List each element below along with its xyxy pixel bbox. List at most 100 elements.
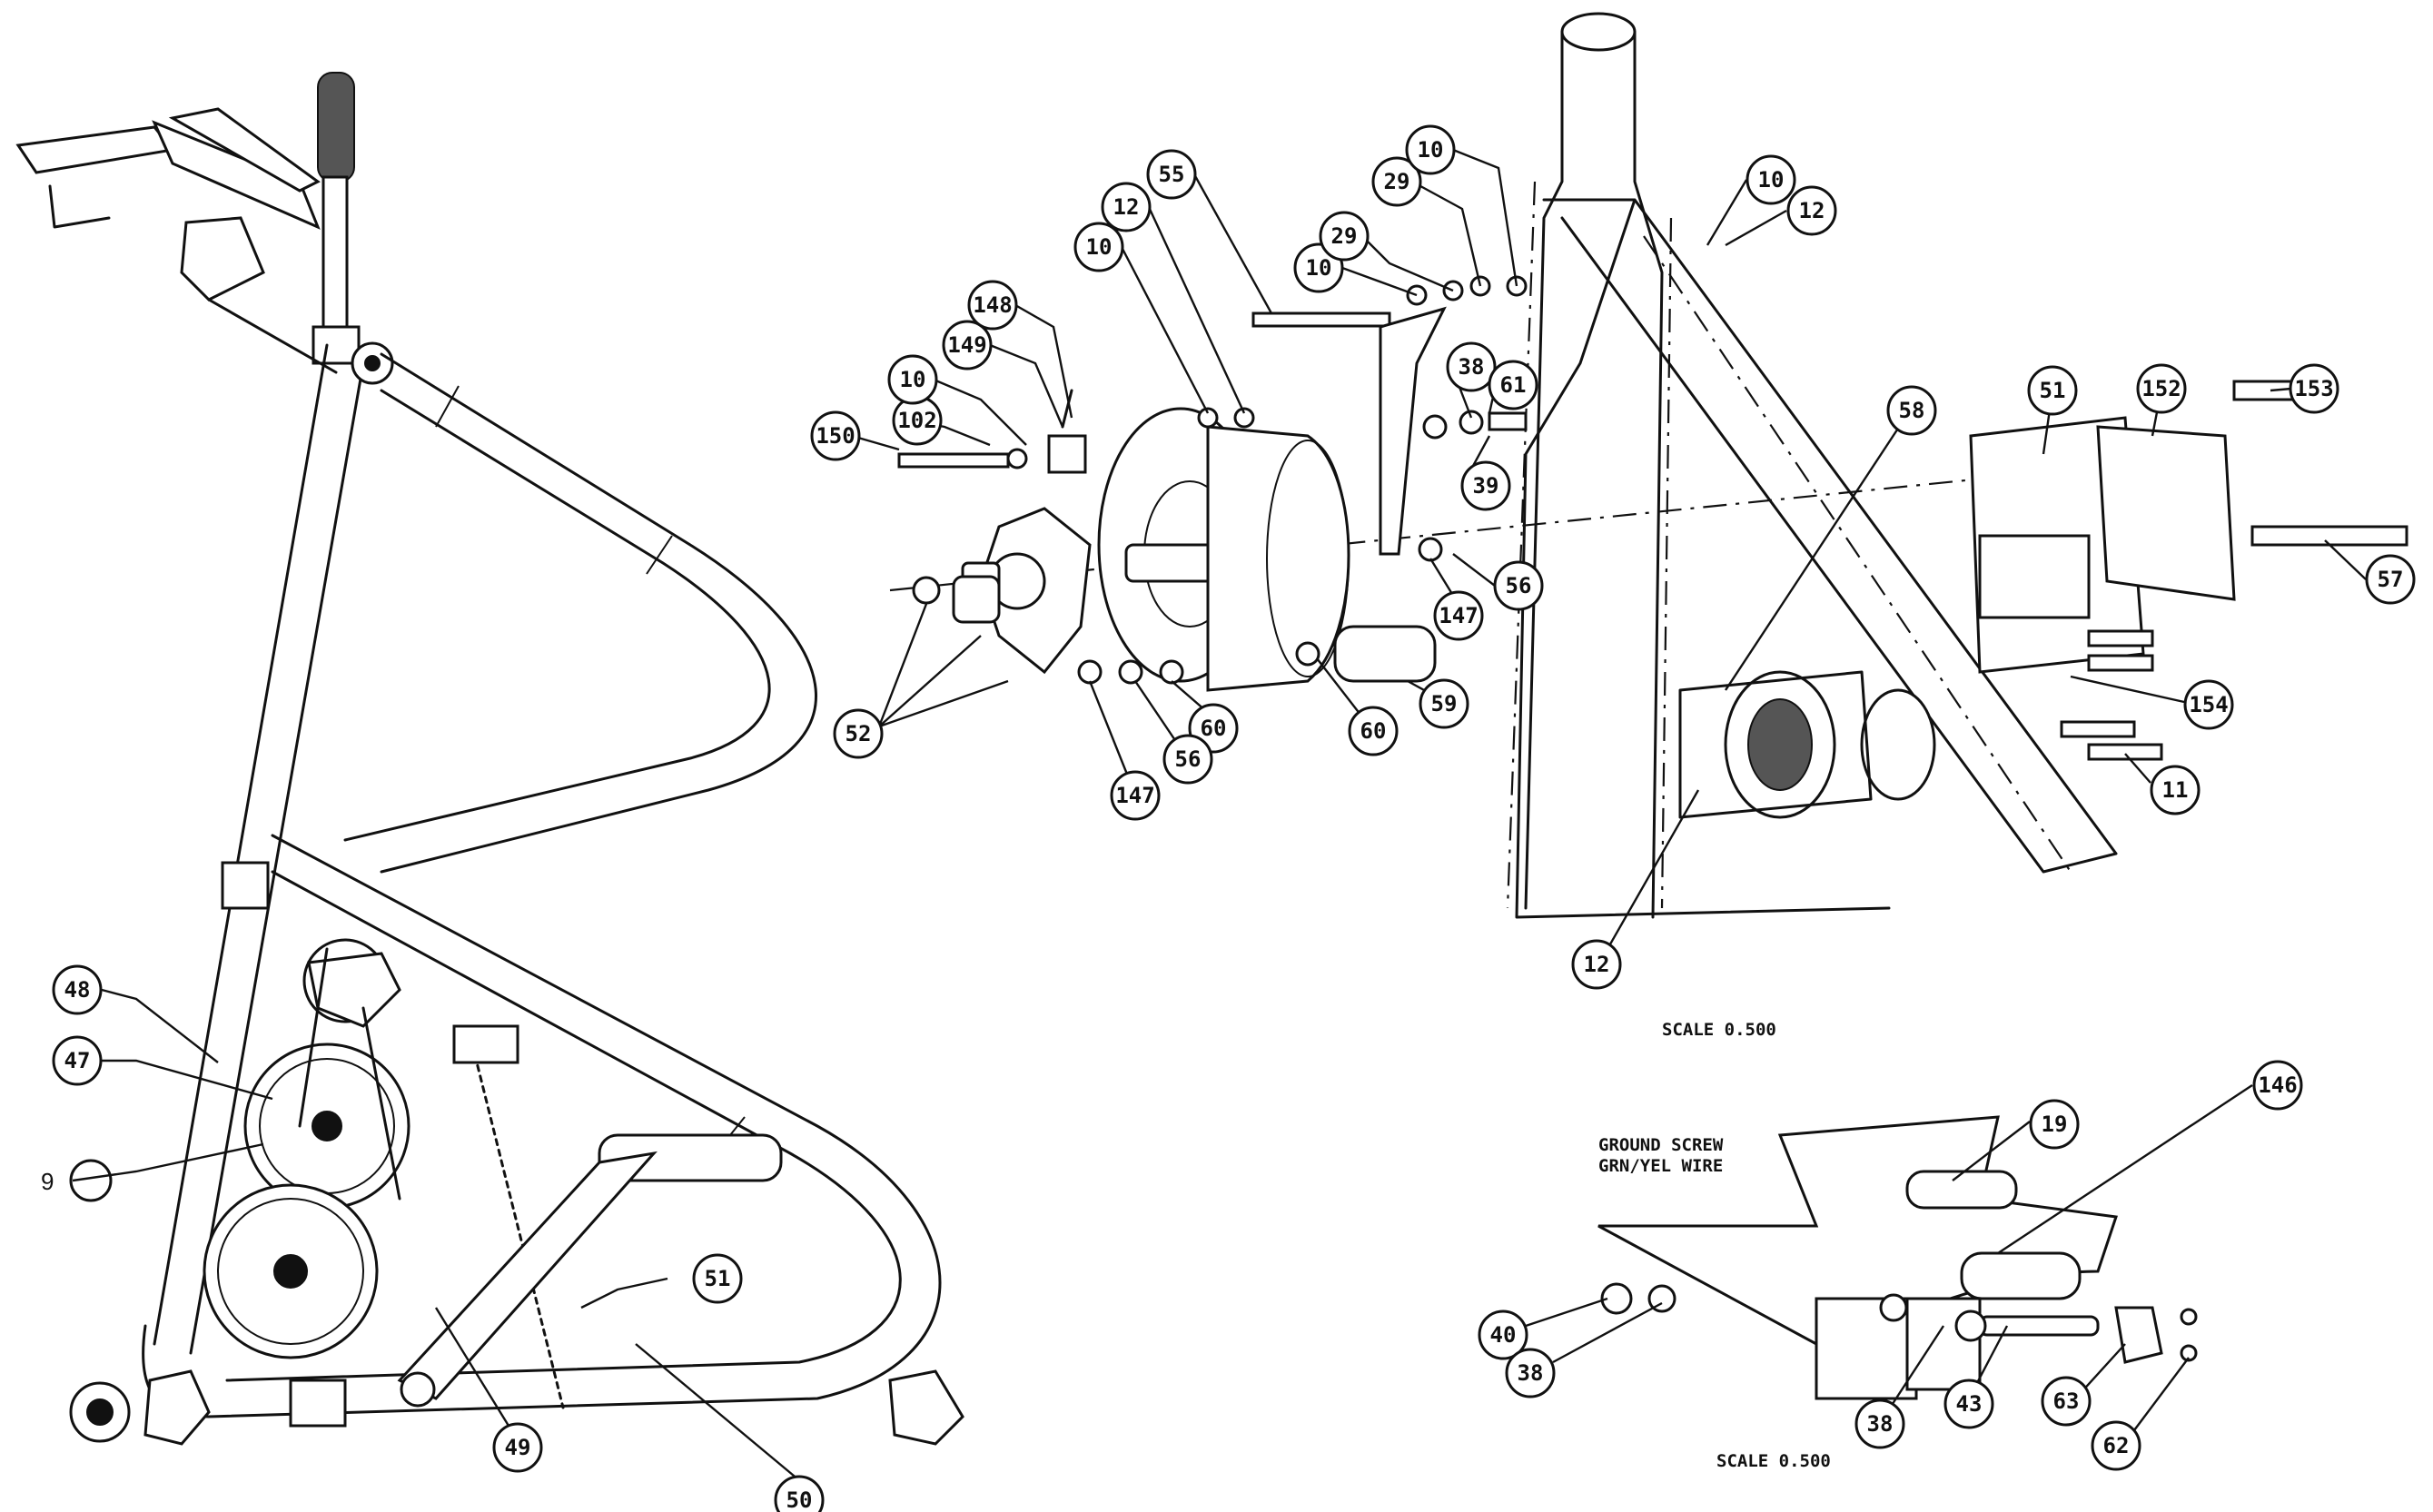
drive-pulleys bbox=[203, 938, 565, 1409]
svg-text:38: 38 bbox=[1459, 354, 1485, 380]
callout-61: 61 bbox=[1488, 360, 1538, 410]
svg-text:29: 29 bbox=[1384, 169, 1410, 194]
callout-63: 63 bbox=[2041, 1376, 2092, 1427]
svg-text:60: 60 bbox=[1201, 716, 1227, 741]
svg-text:48: 48 bbox=[64, 977, 91, 1003]
svg-text:10: 10 bbox=[1418, 137, 1444, 163]
svg-text:149: 149 bbox=[947, 332, 986, 358]
svg-text:12: 12 bbox=[1584, 952, 1610, 977]
callout-147-a: 147 bbox=[1433, 590, 1484, 641]
svg-text:52: 52 bbox=[846, 721, 872, 746]
callout-40: 40 bbox=[1478, 1309, 1528, 1360]
callout-49: 49 bbox=[492, 1422, 543, 1473]
svg-text:153: 153 bbox=[2294, 376, 2333, 401]
scale-note-bottom: SCALE 0.500 bbox=[1716, 1451, 1831, 1471]
ground-note-line2: GRN/YEL WIRE bbox=[1598, 1156, 1723, 1176]
callout-12-b: 12 bbox=[1786, 185, 1837, 236]
scale-note-top: SCALE 0.500 bbox=[1662, 1020, 1776, 1040]
svg-text:57: 57 bbox=[2378, 567, 2404, 592]
alternator-exploded bbox=[889, 275, 2135, 692]
ground-note-line1: GROUND SCREW bbox=[1598, 1135, 1724, 1155]
svg-text:38: 38 bbox=[1518, 1360, 1544, 1386]
svg-text:154: 154 bbox=[2189, 692, 2228, 717]
svg-text:38: 38 bbox=[1867, 1411, 1894, 1437]
svg-text:10: 10 bbox=[900, 367, 926, 392]
svg-text:59: 59 bbox=[1431, 691, 1458, 716]
callout-12-a: 12 bbox=[1101, 182, 1152, 232]
svg-text:146: 146 bbox=[2258, 1072, 2297, 1098]
callout-29-b: 29 bbox=[1371, 156, 1422, 207]
callout-147-b: 147 bbox=[1110, 770, 1161, 821]
svg-text:50: 50 bbox=[786, 1487, 813, 1512]
mount-detail bbox=[1597, 1115, 2198, 1400]
svg-text:12: 12 bbox=[1799, 198, 1825, 223]
callout-59: 59 bbox=[1419, 678, 1469, 729]
callout-10-e: 10 bbox=[1746, 154, 1796, 205]
part-9-ball bbox=[69, 1159, 113, 1202]
callout-52: 52 bbox=[833, 708, 884, 759]
callout-48: 48 bbox=[52, 964, 103, 1015]
svg-text:29: 29 bbox=[1331, 223, 1358, 249]
svg-text:55: 55 bbox=[1159, 162, 1185, 187]
callout-47: 47 bbox=[52, 1035, 103, 1086]
svg-text:152: 152 bbox=[2141, 376, 2181, 401]
svg-text:56: 56 bbox=[1175, 746, 1202, 772]
callout-60-a: 60 bbox=[1348, 706, 1399, 756]
callout-11: 11 bbox=[2150, 765, 2201, 815]
callout-10-d: 10 bbox=[1405, 124, 1456, 175]
callout-56-a: 56 bbox=[1493, 560, 1544, 611]
svg-text:51: 51 bbox=[705, 1266, 731, 1291]
svg-text:102: 102 bbox=[897, 408, 936, 433]
step-pedal bbox=[221, 861, 783, 1428]
callout-29-a: 29 bbox=[1319, 211, 1370, 262]
callout-56-b: 56 bbox=[1162, 734, 1213, 785]
svg-text:150: 150 bbox=[816, 423, 855, 449]
upright-grip bbox=[312, 72, 361, 365]
callout-38-a: 38 bbox=[1446, 341, 1497, 392]
svg-text:12: 12 bbox=[1113, 194, 1140, 220]
svg-text:62: 62 bbox=[2103, 1433, 2130, 1458]
callout-12-c: 12 bbox=[1571, 939, 1622, 990]
svg-text:10: 10 bbox=[1306, 255, 1332, 281]
svg-text:19: 19 bbox=[2042, 1112, 2068, 1137]
svg-text:11: 11 bbox=[2162, 777, 2189, 803]
machine-side-view bbox=[15, 72, 964, 1446]
svg-text:39: 39 bbox=[1473, 473, 1499, 499]
callout-19: 19 bbox=[2029, 1099, 2080, 1150]
svg-text:10: 10 bbox=[1758, 167, 1785, 193]
svg-text:148: 148 bbox=[973, 292, 1012, 318]
callout-146: 146 bbox=[2252, 1060, 2303, 1111]
callout-39: 39 bbox=[1460, 460, 1511, 511]
callout-148: 148 bbox=[967, 280, 1018, 331]
callout-58: 58 bbox=[1886, 385, 1937, 436]
callout-57: 57 bbox=[2365, 554, 2416, 605]
svg-text:147: 147 bbox=[1439, 603, 1478, 628]
frame-exploded bbox=[1506, 12, 2408, 919]
svg-text:147: 147 bbox=[1115, 783, 1154, 808]
svg-text:63: 63 bbox=[2053, 1388, 2080, 1414]
callout-55: 55 bbox=[1146, 149, 1197, 200]
callout-9: 9 bbox=[41, 1168, 54, 1195]
callout-10-b: 10 bbox=[1073, 222, 1124, 272]
svg-text:10: 10 bbox=[1086, 234, 1113, 260]
callout-38-c: 38 bbox=[1854, 1398, 1905, 1449]
callout-38-b: 38 bbox=[1505, 1348, 1556, 1398]
svg-text:40: 40 bbox=[1490, 1322, 1517, 1348]
callout-10-a: 10 bbox=[887, 354, 938, 405]
callout-51-left: 51 bbox=[692, 1253, 743, 1304]
svg-text:60: 60 bbox=[1360, 718, 1387, 744]
callout-154: 154 bbox=[2183, 679, 2234, 730]
callout-152: 152 bbox=[2136, 363, 2187, 414]
frame-feet bbox=[69, 1369, 964, 1446]
svg-text:43: 43 bbox=[1956, 1391, 1983, 1417]
callout-62: 62 bbox=[2091, 1420, 2141, 1471]
callout-102: 102 bbox=[892, 395, 943, 446]
svg-text:56: 56 bbox=[1506, 573, 1532, 598]
callout-150: 150 bbox=[810, 410, 861, 461]
callout-43: 43 bbox=[1943, 1379, 1994, 1429]
console-handle bbox=[15, 107, 321, 301]
svg-text:49: 49 bbox=[505, 1435, 531, 1460]
callout-50: 50 bbox=[774, 1475, 825, 1512]
callout-153: 153 bbox=[2289, 363, 2339, 414]
